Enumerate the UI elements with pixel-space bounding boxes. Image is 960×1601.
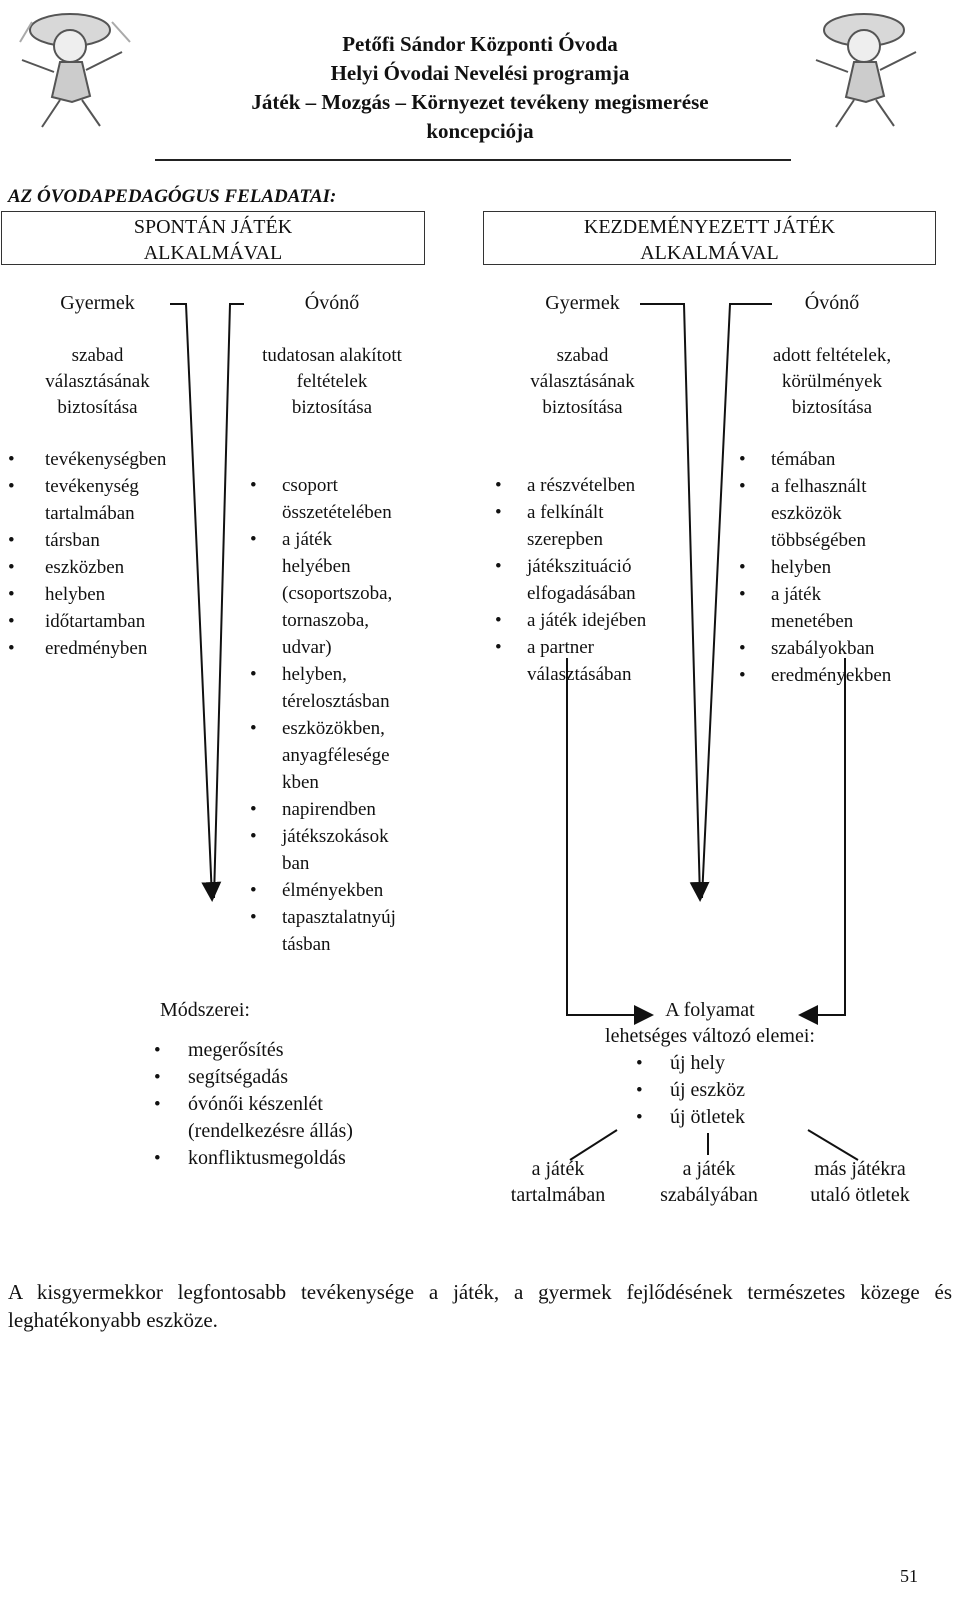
left-connector-2 [214, 304, 244, 898]
process-line-left [567, 658, 650, 1015]
branch-line-left [570, 1130, 617, 1160]
right-connector-2 [702, 304, 772, 898]
branch-line-right [808, 1130, 858, 1160]
right-connector-1 [640, 304, 700, 898]
process-line-right [802, 658, 845, 1015]
left-connector-1 [170, 304, 212, 898]
